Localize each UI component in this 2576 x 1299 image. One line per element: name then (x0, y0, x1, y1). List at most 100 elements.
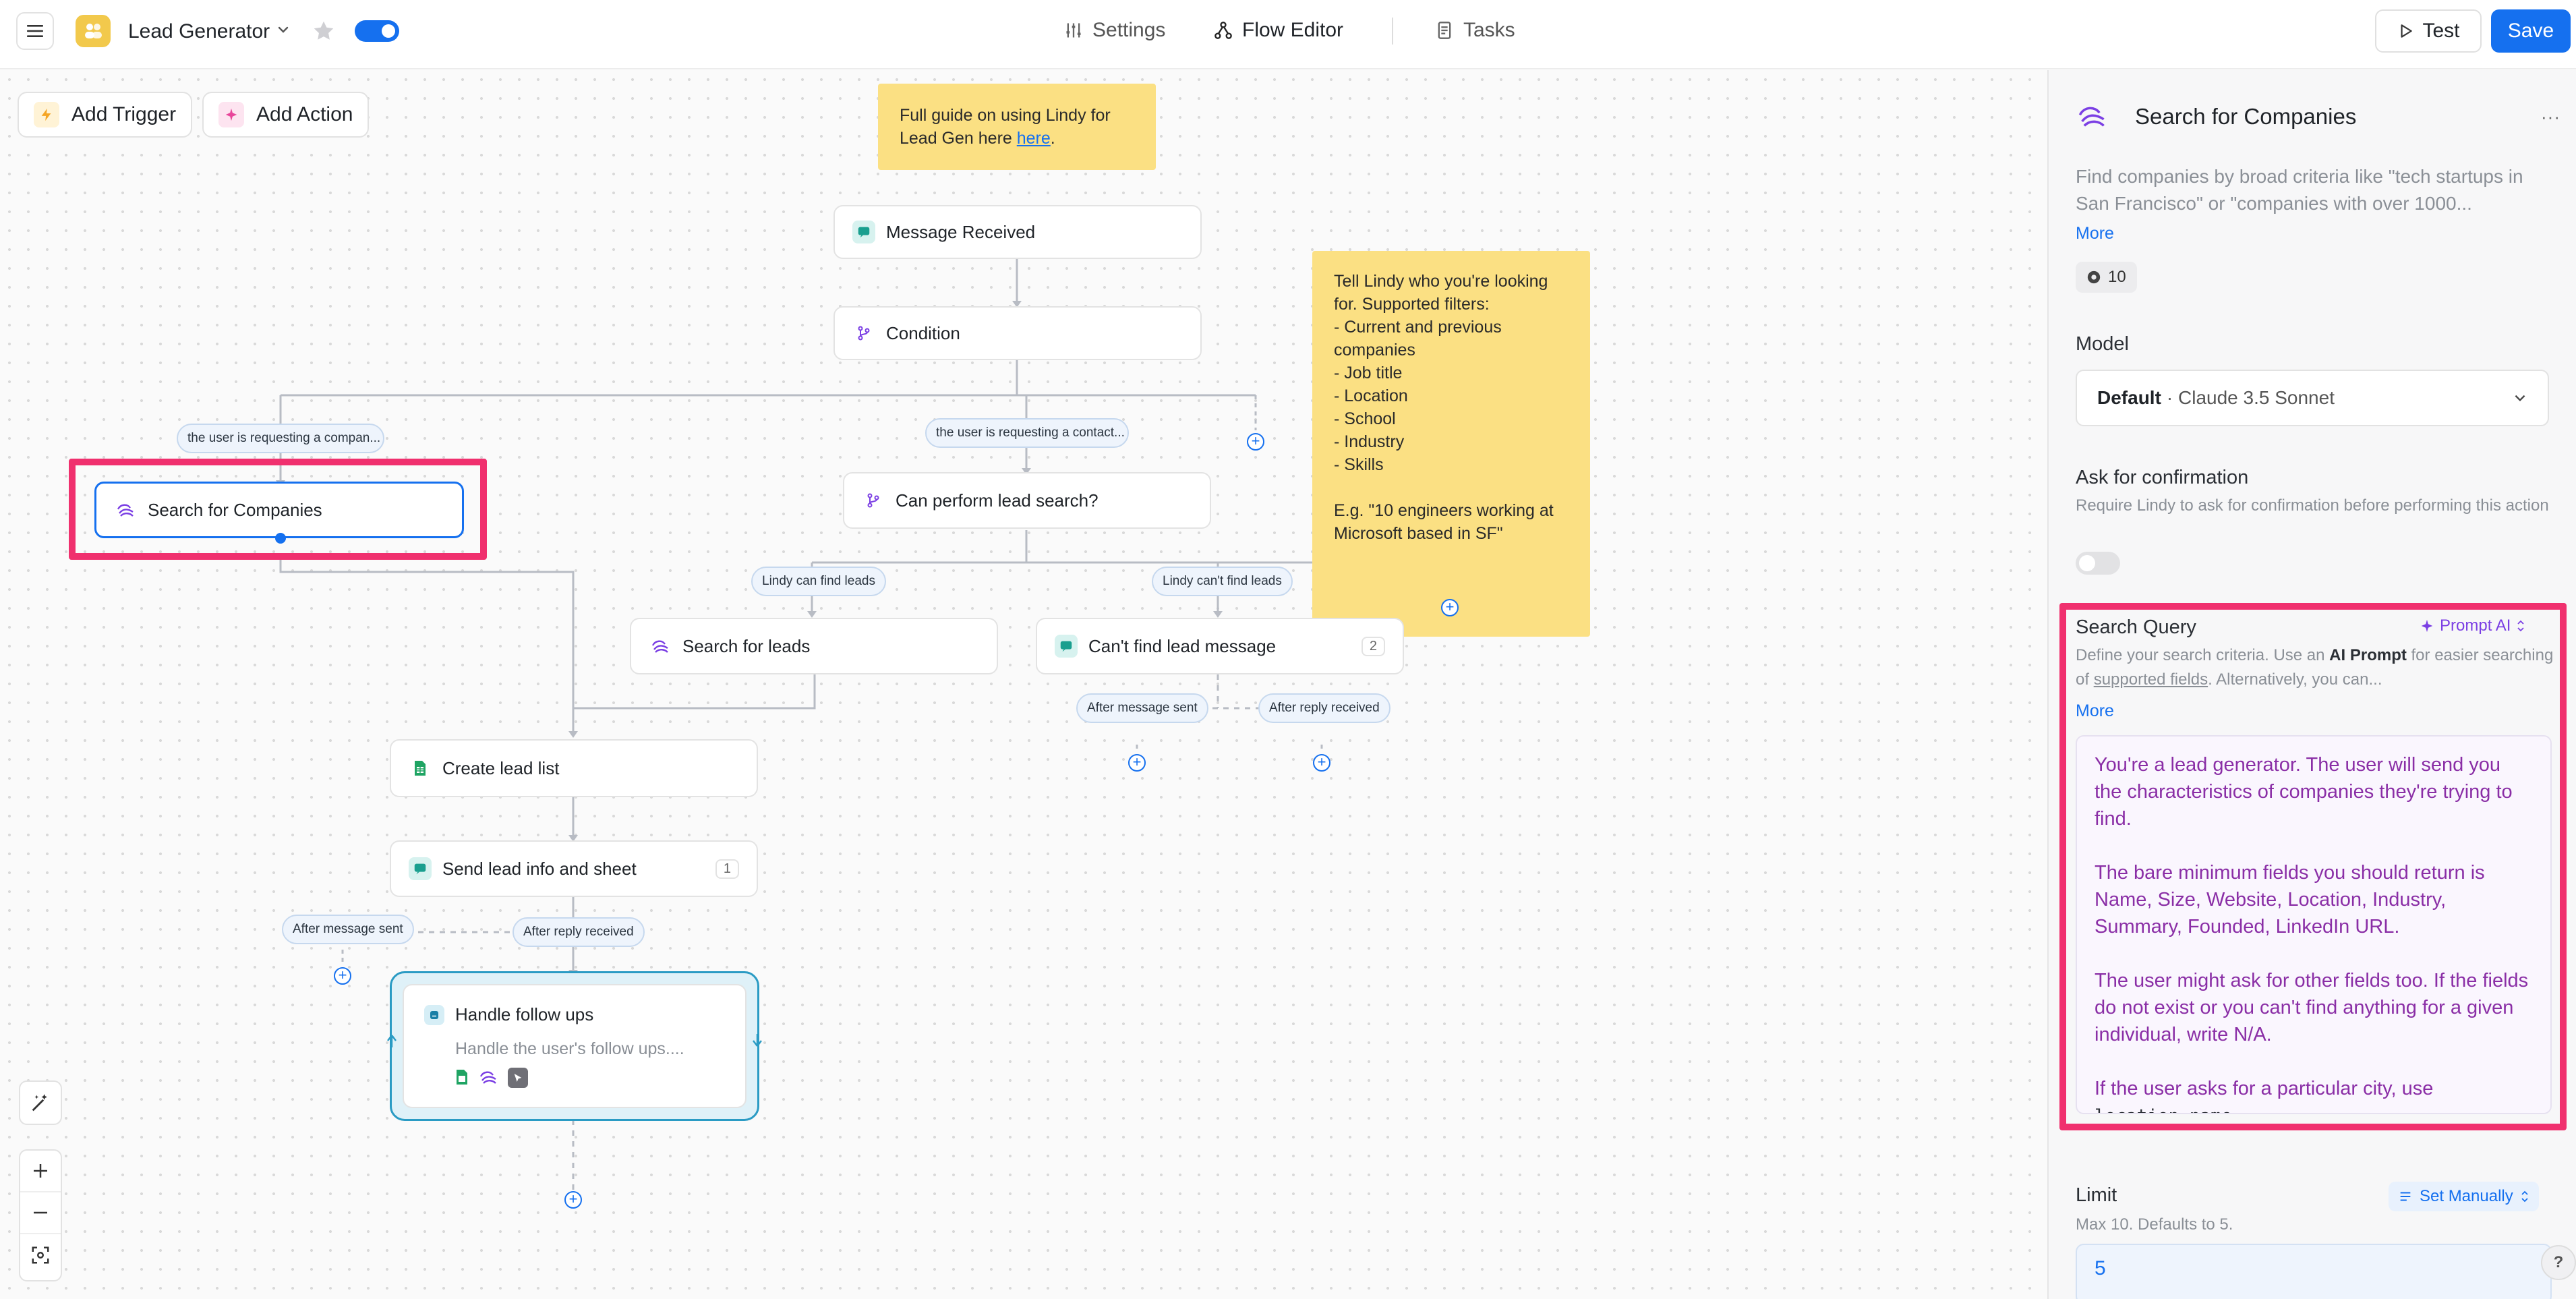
tab-settings[interactable]: Settings (1064, 19, 1165, 42)
filters-note[interactable]: Tell Lindy who you're looking for. Suppo… (1312, 251, 1590, 637)
node-search-companies[interactable]: Search for Companies (94, 482, 464, 538)
prompt-ai-button[interactable]: Prompt AI (2420, 616, 2525, 635)
step-settings-panel: Search for Companies ··· Find companies … (2047, 70, 2576, 1299)
add-step-plus-icon[interactable]: + (1128, 754, 1146, 772)
node-can-perform-lead-search[interactable]: Can perform lead search? (843, 472, 1211, 529)
add-action-label: Add Action (256, 103, 353, 125)
agent-enabled-toggle[interactable] (355, 20, 399, 42)
guide-note-link[interactable]: here (1016, 129, 1051, 148)
add-step-plus-icon[interactable]: + (1313, 754, 1330, 772)
set-manually-button[interactable]: Set Manually (2389, 1182, 2539, 1211)
query-more-link[interactable]: More (2076, 701, 2114, 720)
test-button-label: Test (2422, 20, 2460, 42)
auto-layout-group (19, 1080, 62, 1125)
credits-value: 10 (2108, 268, 2126, 286)
node-handle-follow-ups[interactable]: Handle follow ups Handle the user's foll… (403, 984, 747, 1108)
edge-label-after-reply-received[interactable]: After reply received (1258, 693, 1391, 723)
flow-canvas[interactable]: Add Trigger Add Action Full guide on usi… (0, 70, 2047, 1299)
cursor-icon (508, 1068, 528, 1088)
loop-arrow-down-icon (753, 1034, 762, 1047)
node-label: Send lead info and sheet (442, 858, 637, 879)
fit-view-button[interactable] (20, 1234, 61, 1276)
desc-text: Define your search criteria. Use an (2076, 646, 2330, 664)
node-label: Can perform lead search? (896, 490, 1099, 511)
hamburger-icon (27, 25, 43, 37)
chat-icon (409, 857, 432, 880)
model-select[interactable]: Default · Claude 3.5 Sonnet (2076, 370, 2549, 426)
filters-note-line: E.g. "10 engineers working at Microsoft … (1334, 501, 1554, 543)
connection-handle[interactable] (275, 533, 286, 544)
node-condition[interactable]: Condition (833, 306, 1202, 360)
sliders-icon (1066, 23, 1081, 38)
play-icon (2401, 24, 2413, 38)
desc-text: for easier searching of (2076, 646, 2554, 689)
flow-icon (1214, 22, 1232, 39)
zoom-controls (19, 1149, 62, 1281)
search-query-input[interactable]: You're a lead generator. The user will s… (2076, 735, 2552, 1114)
edge-label-requesting-company[interactable]: the user is requesting a compan... (177, 424, 384, 453)
edge-label-can-find[interactable]: Lindy can find leads (751, 567, 886, 596)
query-paragraph: If the user asks for a particular city, … (2095, 1075, 2533, 1113)
tab-tasks[interactable]: Tasks (1435, 19, 1515, 42)
node-search-for-leads[interactable]: Search for leads (630, 618, 998, 674)
hamburger-menu-button[interactable] (16, 12, 54, 50)
supported-fields-link[interactable]: supported fields (2093, 670, 2208, 689)
plus-icon (34, 1164, 47, 1178)
node-create-lead-list[interactable]: Create lead list (390, 739, 758, 797)
star-icon[interactable] (312, 19, 336, 43)
document-icon (1438, 22, 1451, 39)
app-title[interactable]: Lead Generator (128, 20, 270, 42)
confirmation-toggle[interactable] (2076, 552, 2120, 575)
action-description: Find companies by broad criteria like "t… (2076, 166, 2523, 214)
filters-note-line: - School (1334, 409, 1396, 428)
loop-container[interactable]: Handle follow ups Handle the user's foll… (387, 971, 762, 1121)
filters-note-line: - Current and previous companies (1334, 318, 1502, 359)
credits-badge: 10 (2076, 262, 2137, 293)
edge-label-after-message-sent[interactable]: After message sent (1076, 693, 1208, 723)
search-companies-icon (114, 498, 137, 521)
branch-icon (862, 489, 885, 512)
test-button[interactable]: Test (2375, 9, 2482, 53)
add-action-button[interactable]: Add Action (202, 92, 370, 138)
fit-view-icon (32, 1246, 49, 1264)
description-more-link[interactable]: More (2076, 224, 2114, 243)
magic-wand-button[interactable] (20, 1082, 61, 1124)
chevron-down-icon[interactable] (276, 23, 290, 36)
magic-wand-icon (32, 1094, 47, 1112)
zoom-in-button[interactable] (20, 1151, 61, 1192)
node-message-received[interactable]: Message Received (833, 205, 1202, 259)
node-send-lead-info[interactable]: Send lead info and sheet 1 (390, 840, 758, 897)
panel-title: Search for Companies (2135, 104, 2357, 129)
add-step-plus-icon[interactable]: + (1441, 599, 1459, 616)
add-step-plus-icon[interactable]: + (1247, 433, 1264, 451)
node-count-badge: 2 (1361, 636, 1385, 656)
edge-label-after-reply-received[interactable]: After reply received (513, 917, 645, 947)
edge-label-requesting-contact[interactable]: the user is requesting a contact... (925, 418, 1129, 448)
minus-icon (34, 1211, 47, 1214)
help-button[interactable]: ? (2541, 1245, 2576, 1280)
edge-label-after-message-sent[interactable]: After message sent (282, 915, 414, 944)
guide-note[interactable]: Full guide on using Lindy for Lead Gen h… (878, 84, 1156, 170)
model-value: Default (2097, 387, 2161, 408)
node-label: Handle follow ups (455, 1004, 594, 1024)
tab-flow-editor[interactable]: Flow Editor (1214, 19, 1343, 42)
top-bar: Lead Generator Settings Flow Editor Task… (0, 0, 2576, 69)
save-button[interactable]: Save (2491, 9, 2571, 53)
tab-flow-editor-label: Flow Editor (1242, 19, 1344, 41)
node-cant-find-lead-message[interactable]: Can't find lead message 2 (1036, 618, 1404, 674)
guide-note-period: . (1050, 129, 1055, 148)
add-step-plus-icon[interactable]: + (564, 1191, 582, 1209)
zoom-out-button[interactable] (20, 1192, 61, 1234)
add-trigger-button[interactable]: Add Trigger (18, 92, 193, 138)
edge-label-cant-find[interactable]: Lindy can't find leads (1152, 567, 1293, 596)
app-logo-icon (76, 15, 111, 47)
add-step-plus-icon[interactable]: + (334, 967, 351, 985)
list-icon (2400, 1192, 2411, 1201)
selection-highlight (69, 459, 487, 560)
query-text: If the user asks for a particular city, … (2095, 1078, 2434, 1099)
node-label: Search for Companies (148, 499, 322, 520)
limit-input[interactable]: 5 (2076, 1244, 2552, 1299)
more-options-icon[interactable]: ··· (2541, 107, 2560, 127)
node-label: Can't find lead message (1088, 635, 1277, 656)
search-query-label: Search Query (2076, 616, 2196, 638)
